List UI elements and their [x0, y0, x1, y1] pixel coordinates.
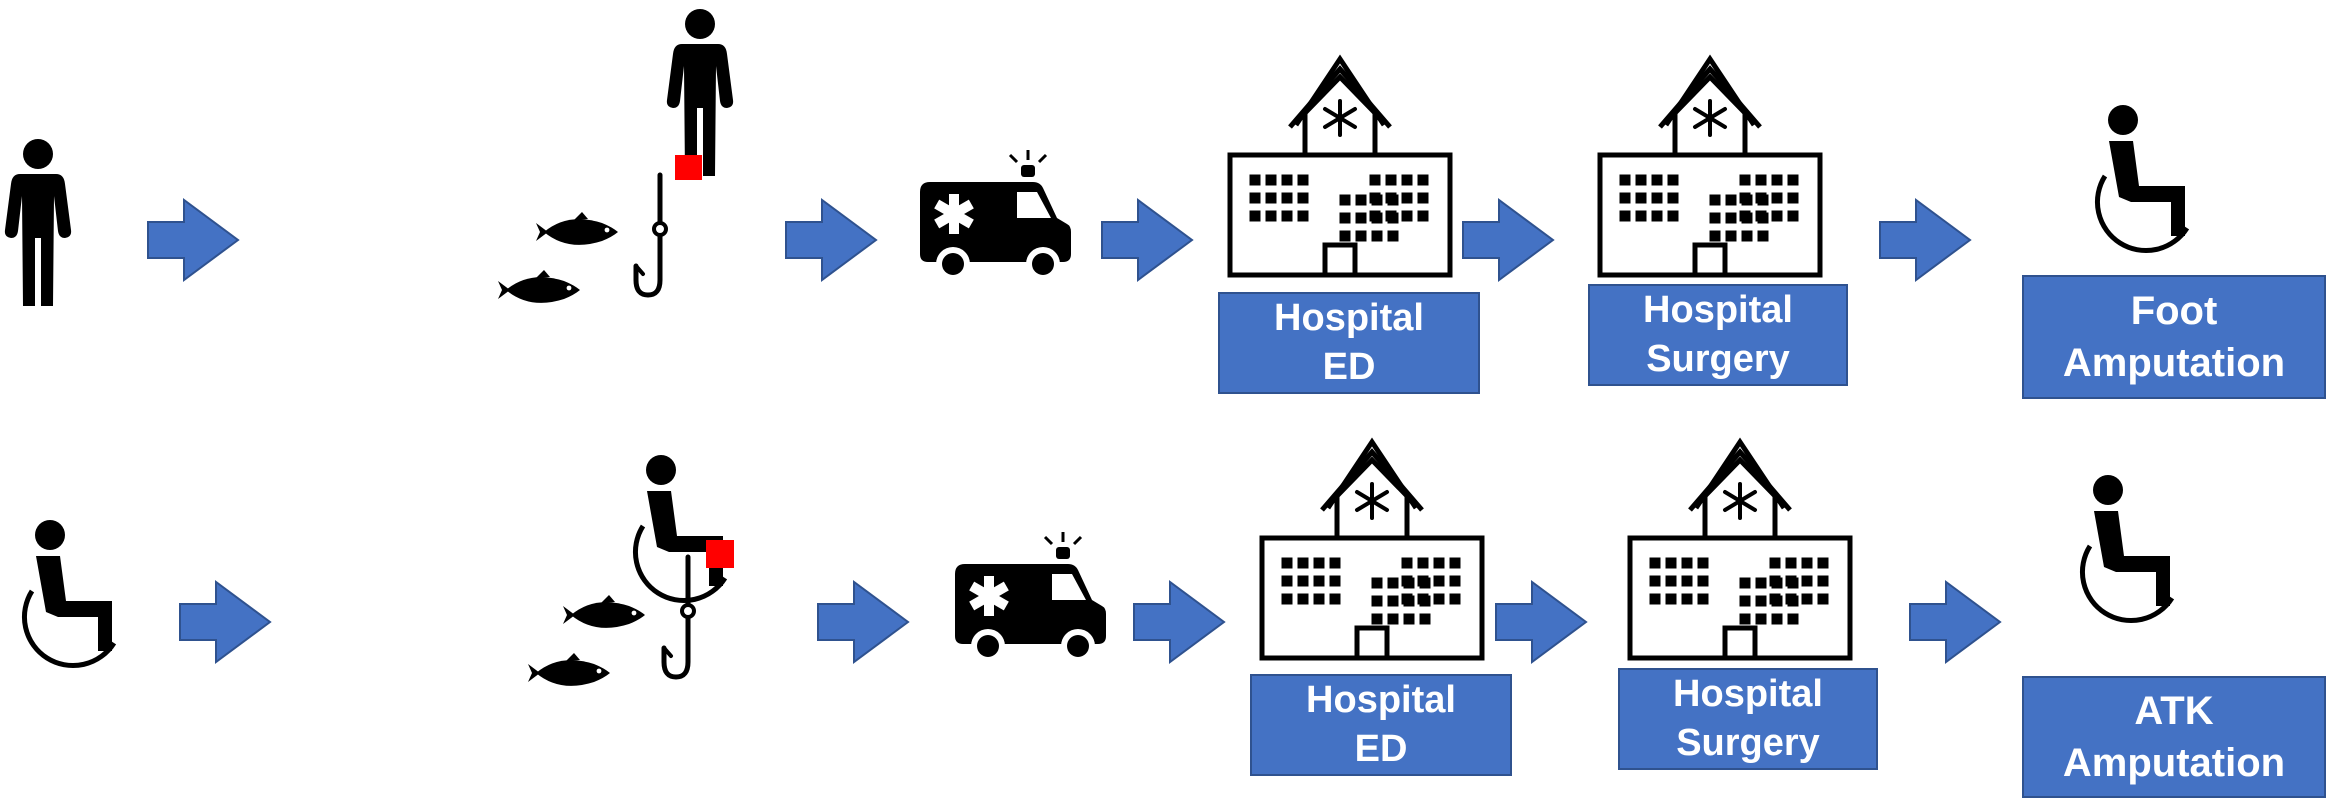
- flow-arrow: [1133, 581, 1225, 663]
- wheelchair-user-with-leg-injury-icon: [635, 455, 734, 601]
- label-line-1: ATK: [2134, 689, 2214, 733]
- label-line-1: Hospital: [1306, 678, 1456, 721]
- label-line-1: Foot: [2130, 289, 2218, 333]
- row-2: [24, 442, 2172, 686]
- label-line-1: Hospital: [1274, 296, 1424, 339]
- wheelchair-user-icon: [2097, 105, 2187, 251]
- hospital-ed-label: Hospital ED: [1250, 674, 1512, 776]
- flow-arrow: [179, 581, 271, 663]
- fish-and-hook-icon: [498, 175, 666, 303]
- hospital-icon: [1262, 442, 1482, 658]
- hospital-icon: [1630, 442, 1850, 658]
- flow-arrow: [817, 581, 909, 663]
- row-1: [4, 9, 2187, 306]
- wheelchair-user-icon: [2082, 475, 2172, 621]
- label-line-2: ED: [1322, 346, 1376, 388]
- ambulance-icon: [918, 148, 1073, 283]
- flow-arrow: [1909, 581, 2001, 663]
- flow-arrow: [785, 199, 877, 281]
- flow-arrow: [1462, 199, 1554, 281]
- injury-marker: [675, 155, 702, 180]
- wheelchair-user-icon: [24, 520, 114, 666]
- injury-marker: [706, 540, 734, 568]
- person-standing-icon: [4, 139, 72, 306]
- label-line-2: Surgery: [1676, 722, 1820, 764]
- label-line-2: Surgery: [1646, 338, 1790, 380]
- fish-and-hook-icon: [528, 557, 694, 686]
- flow-arrow: [1495, 581, 1587, 663]
- hospital-icon: [1600, 59, 1820, 275]
- label-line-2: Amputation: [2062, 341, 2286, 385]
- flow-arrow: [1101, 199, 1193, 281]
- hospital-surgery-label: Hospital Surgery: [1618, 668, 1878, 770]
- label-line-1: Hospital: [1643, 288, 1793, 331]
- ambulance-icon: [953, 530, 1108, 665]
- foot-amputation-label: Foot Amputation: [2022, 275, 2326, 399]
- flow-arrow: [1879, 199, 1971, 281]
- atk-amputation-label: ATK Amputation: [2022, 676, 2326, 798]
- flow-arrow: [147, 199, 239, 281]
- label-line-2: ED: [1354, 728, 1408, 770]
- hospital-ed-label: Hospital ED: [1218, 292, 1480, 394]
- label-line-2: Amputation: [2062, 741, 2286, 785]
- hospital-surgery-label: Hospital Surgery: [1588, 284, 1848, 386]
- label-line-1: Hospital: [1673, 672, 1823, 715]
- hospital-icon: [1230, 59, 1450, 275]
- person-with-foot-injury-icon: [666, 9, 734, 180]
